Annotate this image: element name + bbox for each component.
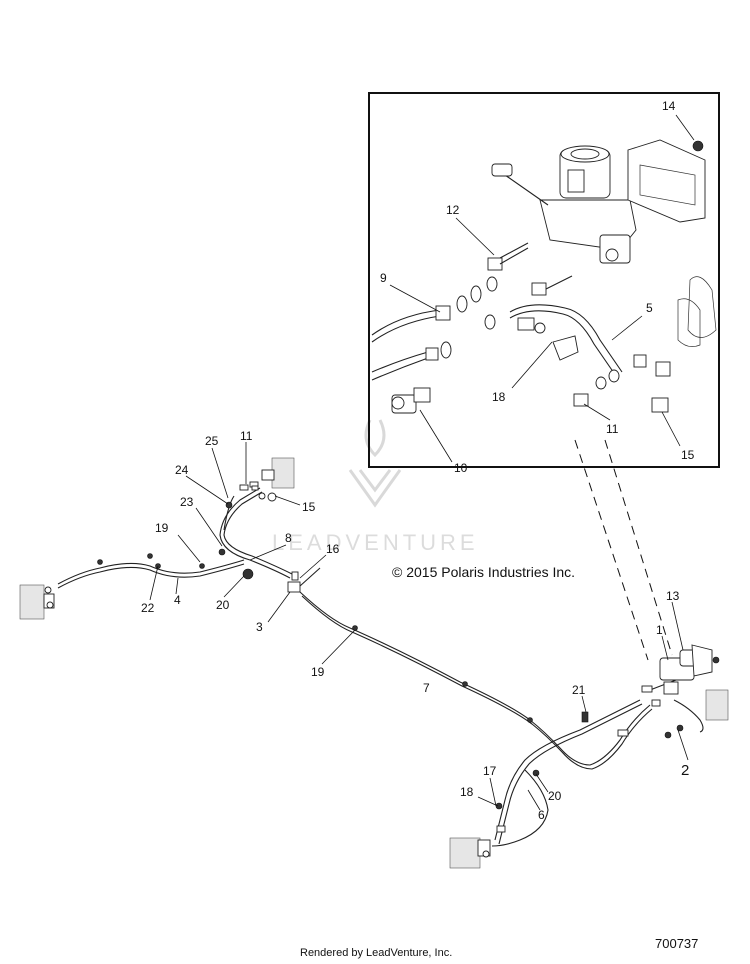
callout-9: 9 — [380, 271, 387, 285]
callout-20-rear: 20 — [548, 789, 562, 803]
distribution-block — [242, 567, 321, 593]
callout-25: 25 — [205, 434, 219, 448]
inset-clip-18 — [552, 335, 579, 361]
front-right-caliper — [258, 457, 295, 500]
callout-6: 6 — [538, 808, 545, 822]
master-cylinder-assembly — [617, 644, 720, 739]
rear-right-caliper — [705, 689, 729, 721]
main-leaders — [149, 442, 689, 811]
watermark-logo: LEADVENTURE — [272, 419, 479, 555]
callout-18-inset: 18 — [492, 390, 506, 404]
copyright-notice: © 2015 Polaris Industries Inc. — [392, 564, 576, 580]
inset-hose-9 — [371, 285, 482, 343]
callout-15-inset: 15 — [681, 448, 695, 462]
inset-bolt-12 — [487, 242, 529, 271]
clip-21 — [581, 711, 589, 723]
callout-20-front: 20 — [216, 598, 230, 612]
callout-3: 3 — [256, 620, 263, 634]
callout-11-main: 11 — [240, 429, 253, 443]
inset-engine-hint — [677, 276, 717, 347]
rear-left-brake-line — [491, 699, 643, 847]
callout-23: 23 — [180, 495, 194, 509]
inset-bolt-upper — [531, 275, 573, 296]
callout-15-main: 15 — [302, 500, 316, 514]
inset-master-cylinder — [491, 145, 637, 264]
inset-hose-lower — [371, 341, 452, 381]
callout-14: 14 — [662, 99, 676, 113]
inset-fittings-lower — [573, 354, 671, 413]
callout-2: 2 — [681, 762, 689, 779]
inset-brake-line-5 — [509, 304, 623, 377]
callout-24: 24 — [175, 463, 189, 477]
callout-13: 13 — [666, 589, 680, 603]
callout-12: 12 — [446, 203, 460, 217]
callout-5: 5 — [646, 301, 653, 315]
rear-left-caliper — [449, 837, 491, 869]
inset-bracket — [627, 139, 706, 223]
inset-cap-14 — [692, 140, 704, 152]
diagram-number: 700737 — [655, 936, 699, 951]
callout-8: 8 — [285, 531, 292, 545]
main-brake-line — [299, 591, 653, 770]
callout-19-center: 19 — [311, 665, 325, 679]
callout-16: 16 — [326, 542, 340, 556]
front-left-caliper — [19, 584, 55, 620]
callout-1: 1 — [656, 623, 663, 637]
watermark-text: LEADVENTURE — [272, 530, 479, 555]
rendered-by-credit: Rendered by LeadVenture, Inc. — [300, 947, 453, 959]
fittings-front-right — [251, 485, 277, 502]
callout-10: 10 — [454, 461, 468, 475]
inset-washers — [484, 276, 498, 330]
callout-17: 17 — [483, 764, 497, 778]
inset-leaders — [389, 114, 695, 463]
callout-11-inset: 11 — [606, 422, 619, 436]
callout-18-main: 18 — [460, 785, 474, 799]
front-left-brake-line — [57, 553, 245, 589]
callout-22: 22 — [141, 601, 155, 615]
callout-4: 4 — [174, 593, 181, 607]
callout-19-left: 19 — [155, 521, 169, 535]
inset-switch-10 — [391, 387, 431, 414]
inset-connector-lines — [574, 439, 673, 661]
front-right-brake-line — [218, 481, 293, 579]
callout-7: 7 — [423, 681, 430, 695]
inset-frame — [368, 92, 720, 468]
callout-21: 21 — [572, 683, 586, 697]
